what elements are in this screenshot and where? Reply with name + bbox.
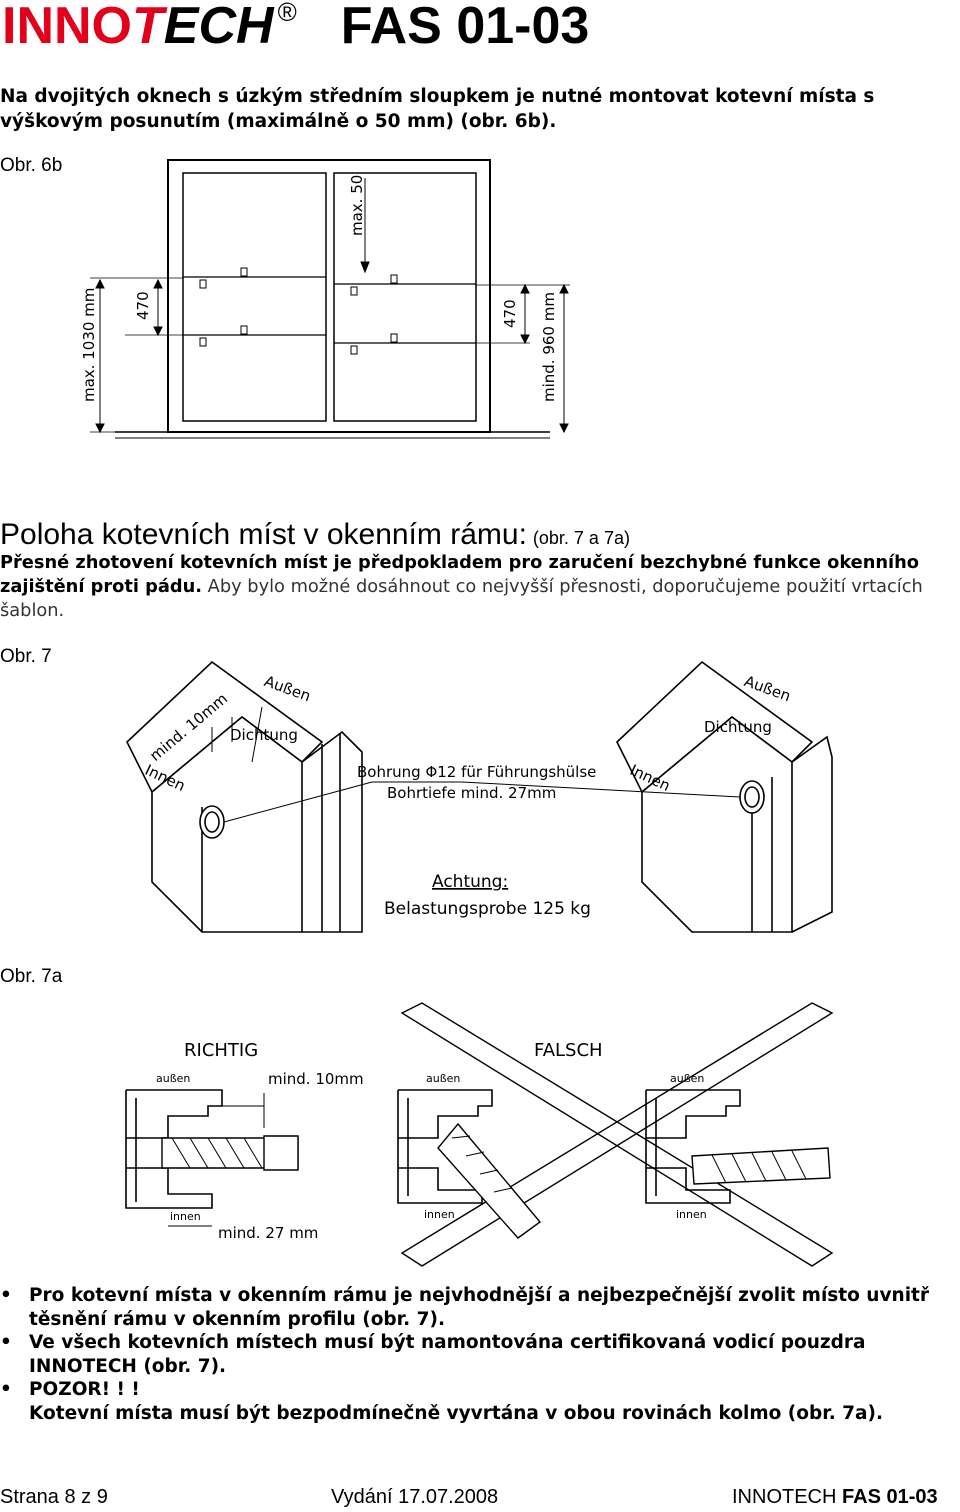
footer-brand-name: INNOTECH bbox=[732, 1486, 837, 1508]
label-dichtung-left: Dichtung bbox=[230, 726, 298, 744]
document-code: FAS 01-03 bbox=[340, 0, 590, 55]
section-figure-ref: (obr. 7 a 7a) bbox=[532, 528, 630, 548]
list-item: Ve všech kotevních místech musí být namo… bbox=[0, 1331, 950, 1378]
label-dichtung-right: Dichtung bbox=[704, 718, 772, 736]
section-bold-text: Přesné zhotovení kotevních míst je předp… bbox=[0, 552, 920, 597]
figure-7a-caption: Obr. 7a bbox=[0, 966, 63, 987]
figure-7-caption: Obr. 7 bbox=[0, 646, 52, 667]
brand-tech: TECH bbox=[132, 0, 274, 55]
intro-paragraph: Na dvojitých oknech s úzkým středním slo… bbox=[0, 86, 875, 132]
drill-wrong-1 bbox=[437, 1122, 542, 1239]
label-achtung: Achtung: bbox=[432, 872, 508, 892]
label-richtig: RICHTIG bbox=[184, 1040, 258, 1061]
figure-7a-drilling: RICHTIG FALSCH außen außen außen mind. 1… bbox=[125, 1002, 834, 1267]
dim-max-50: max. 50 bbox=[348, 175, 366, 236]
label-innen-2: innen bbox=[424, 1208, 455, 1221]
dim-max-1030: max. 1030 mm bbox=[80, 288, 98, 402]
brand-inno: INNO bbox=[2, 0, 132, 55]
left-sash bbox=[182, 172, 327, 422]
window-outer-frame bbox=[167, 159, 491, 433]
warning-label: POZOR! ! ! bbox=[29, 1379, 140, 1400]
cross-stroke-1 bbox=[400, 1002, 834, 1267]
figure-7-frame-profiles: mind. 10mm Außen Innen Dichtung Außen In… bbox=[126, 660, 833, 933]
list-item: POZOR! ! !Kotevní místa musí být bezpodm… bbox=[0, 1378, 950, 1425]
section-heading: Poloha kotevních míst v okenním rámu: bbox=[0, 518, 527, 551]
section-normal-text: Aby bylo možné dosáhnout co nejvyšší pře… bbox=[0, 576, 923, 621]
figure-6b-window-drawing: max. 50 470 max. 1030 mm 470 mind. 960 m… bbox=[80, 159, 570, 439]
label-aussen-left: Außen bbox=[262, 672, 313, 705]
label-aussen-2: außen bbox=[426, 1072, 460, 1085]
label-mind-27mm: mind. 27 mm bbox=[218, 1224, 318, 1242]
list-item: Pro kotevní místa v okenním rámu je nejv… bbox=[0, 1284, 950, 1331]
dim-min-960: mind. 960 mm bbox=[540, 292, 558, 402]
footer-doc-code: FAS 01-03 bbox=[842, 1486, 938, 1508]
label-bohrung: Bohrung Φ12 für Führungshülse bbox=[357, 763, 596, 781]
label-falsch: FALSCH bbox=[534, 1040, 603, 1061]
page-header: INNOTECH® FAS 01-03 bbox=[2, 0, 589, 56]
footer-brand: INNOTECH FAS 01-03 bbox=[732, 1486, 938, 1509]
figure-6b-caption: Obr. 6b bbox=[0, 155, 63, 176]
label-innen-1: innen bbox=[170, 1210, 201, 1223]
label-belastungsprobe: Belastungsprobe 125 kg bbox=[384, 899, 591, 919]
footer-edition: Vydání 17.07.2008 bbox=[331, 1486, 499, 1508]
label-bohrtiefe: Bohrtiefe mind. 27mm bbox=[387, 784, 556, 802]
label-mind-10mm: mind. 10mm bbox=[268, 1070, 364, 1088]
dim-470-left: 470 bbox=[134, 291, 152, 320]
dim-470-right: 470 bbox=[501, 299, 519, 328]
drill-wrong-2 bbox=[691, 1147, 831, 1185]
section-title: Poloha kotevních míst v okenním rámu:(ob… bbox=[0, 518, 630, 552]
profile-1-top bbox=[125, 1089, 223, 1139]
cross-stroke-2 bbox=[400, 1002, 834, 1267]
section-paragraph: Přesné zhotovení kotevních míst je předp… bbox=[0, 551, 960, 623]
label-innen-3: innen bbox=[676, 1208, 707, 1221]
registered-mark: ® bbox=[277, 0, 297, 27]
right-sash bbox=[333, 172, 477, 422]
warning-text: Kotevní místa musí být bezpodmínečně vyv… bbox=[29, 1402, 884, 1424]
footer-page-number: Strana 8 z 9 bbox=[0, 1486, 108, 1508]
requirements-list: Pro kotevní místa v okenním rámu je nejv… bbox=[0, 1284, 950, 1425]
label-aussen-1: außen bbox=[156, 1072, 190, 1085]
